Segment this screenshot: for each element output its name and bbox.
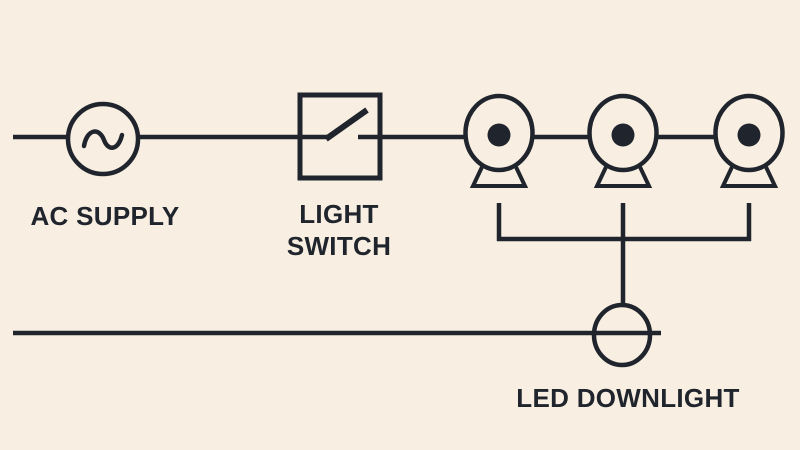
downlight-dot-icon: [737, 123, 761, 147]
ac-supply-symbol: [65, 101, 141, 177]
switch-blade-icon: [324, 107, 369, 142]
downlight-base-icon: [593, 166, 653, 188]
downlight-symbol-3: [713, 93, 785, 188]
downlight-symbol-1: [463, 93, 535, 188]
sine-wave-icon: [81, 129, 125, 150]
ac-supply-label: AC SUPPLY: [30, 201, 179, 231]
downlight-base-icon: [719, 166, 779, 188]
downlight-dot-icon: [487, 123, 511, 147]
downlight-base-icon: [469, 166, 529, 188]
light-switch-label-line1: LIGHT: [299, 199, 379, 229]
led-downlight-label: LED DOWNLIGHT: [516, 383, 739, 413]
downlight-symbol-2: [587, 93, 659, 188]
downlight-dot-icon: [611, 123, 635, 147]
light-switch-label-line2: SWITCH: [287, 231, 391, 261]
